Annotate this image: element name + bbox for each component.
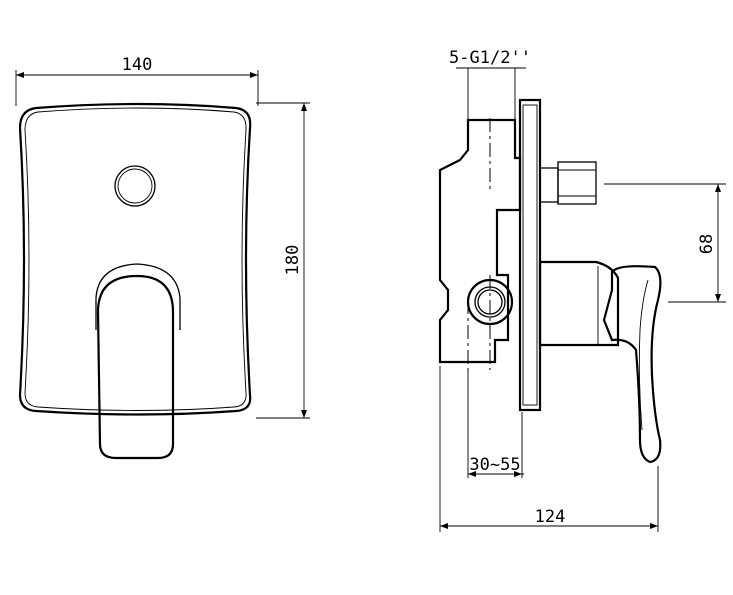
dimension-total-depth: 124 bbox=[439, 366, 659, 532]
diverter-stem bbox=[539, 161, 597, 205]
wall-plate bbox=[518, 98, 542, 412]
wall-plate-inner bbox=[522, 104, 538, 406]
side-view: 5-G1/2'' 68 30~55 124 bbox=[438, 48, 726, 532]
handle-collar bbox=[538, 260, 620, 347]
diverter-knob bbox=[114, 165, 156, 207]
dimension-height: 180 bbox=[256, 102, 310, 419]
dimension-width-label: 140 bbox=[122, 55, 153, 75]
valve-body bbox=[438, 118, 522, 364]
dimension-thread: 5-G1/2'' bbox=[449, 48, 531, 122]
dimension-depth-range: 30~55 bbox=[467, 370, 524, 478]
handle-base bbox=[95, 263, 181, 330]
diverter-knob-inner bbox=[117, 168, 153, 204]
side-lever bbox=[602, 265, 662, 464]
front-lever bbox=[96, 274, 175, 460]
front-cover-plate bbox=[18, 102, 252, 416]
front-cover-plate-inner bbox=[24, 107, 247, 411]
dimension-total-depth-label: 124 bbox=[535, 507, 566, 527]
dimension-thread-label: 5-G1/2'' bbox=[449, 48, 531, 68]
dimension-depth-range-label: 30~55 bbox=[469, 455, 520, 475]
front-view: 140 180 bbox=[15, 55, 310, 460]
dimension-handle-offset: 68 bbox=[604, 183, 726, 303]
dimension-height-label: 180 bbox=[283, 245, 303, 276]
dimension-width: 140 bbox=[15, 55, 259, 106]
dimension-handle-offset-label: 68 bbox=[697, 234, 717, 254]
side-lever-detail bbox=[638, 279, 649, 431]
